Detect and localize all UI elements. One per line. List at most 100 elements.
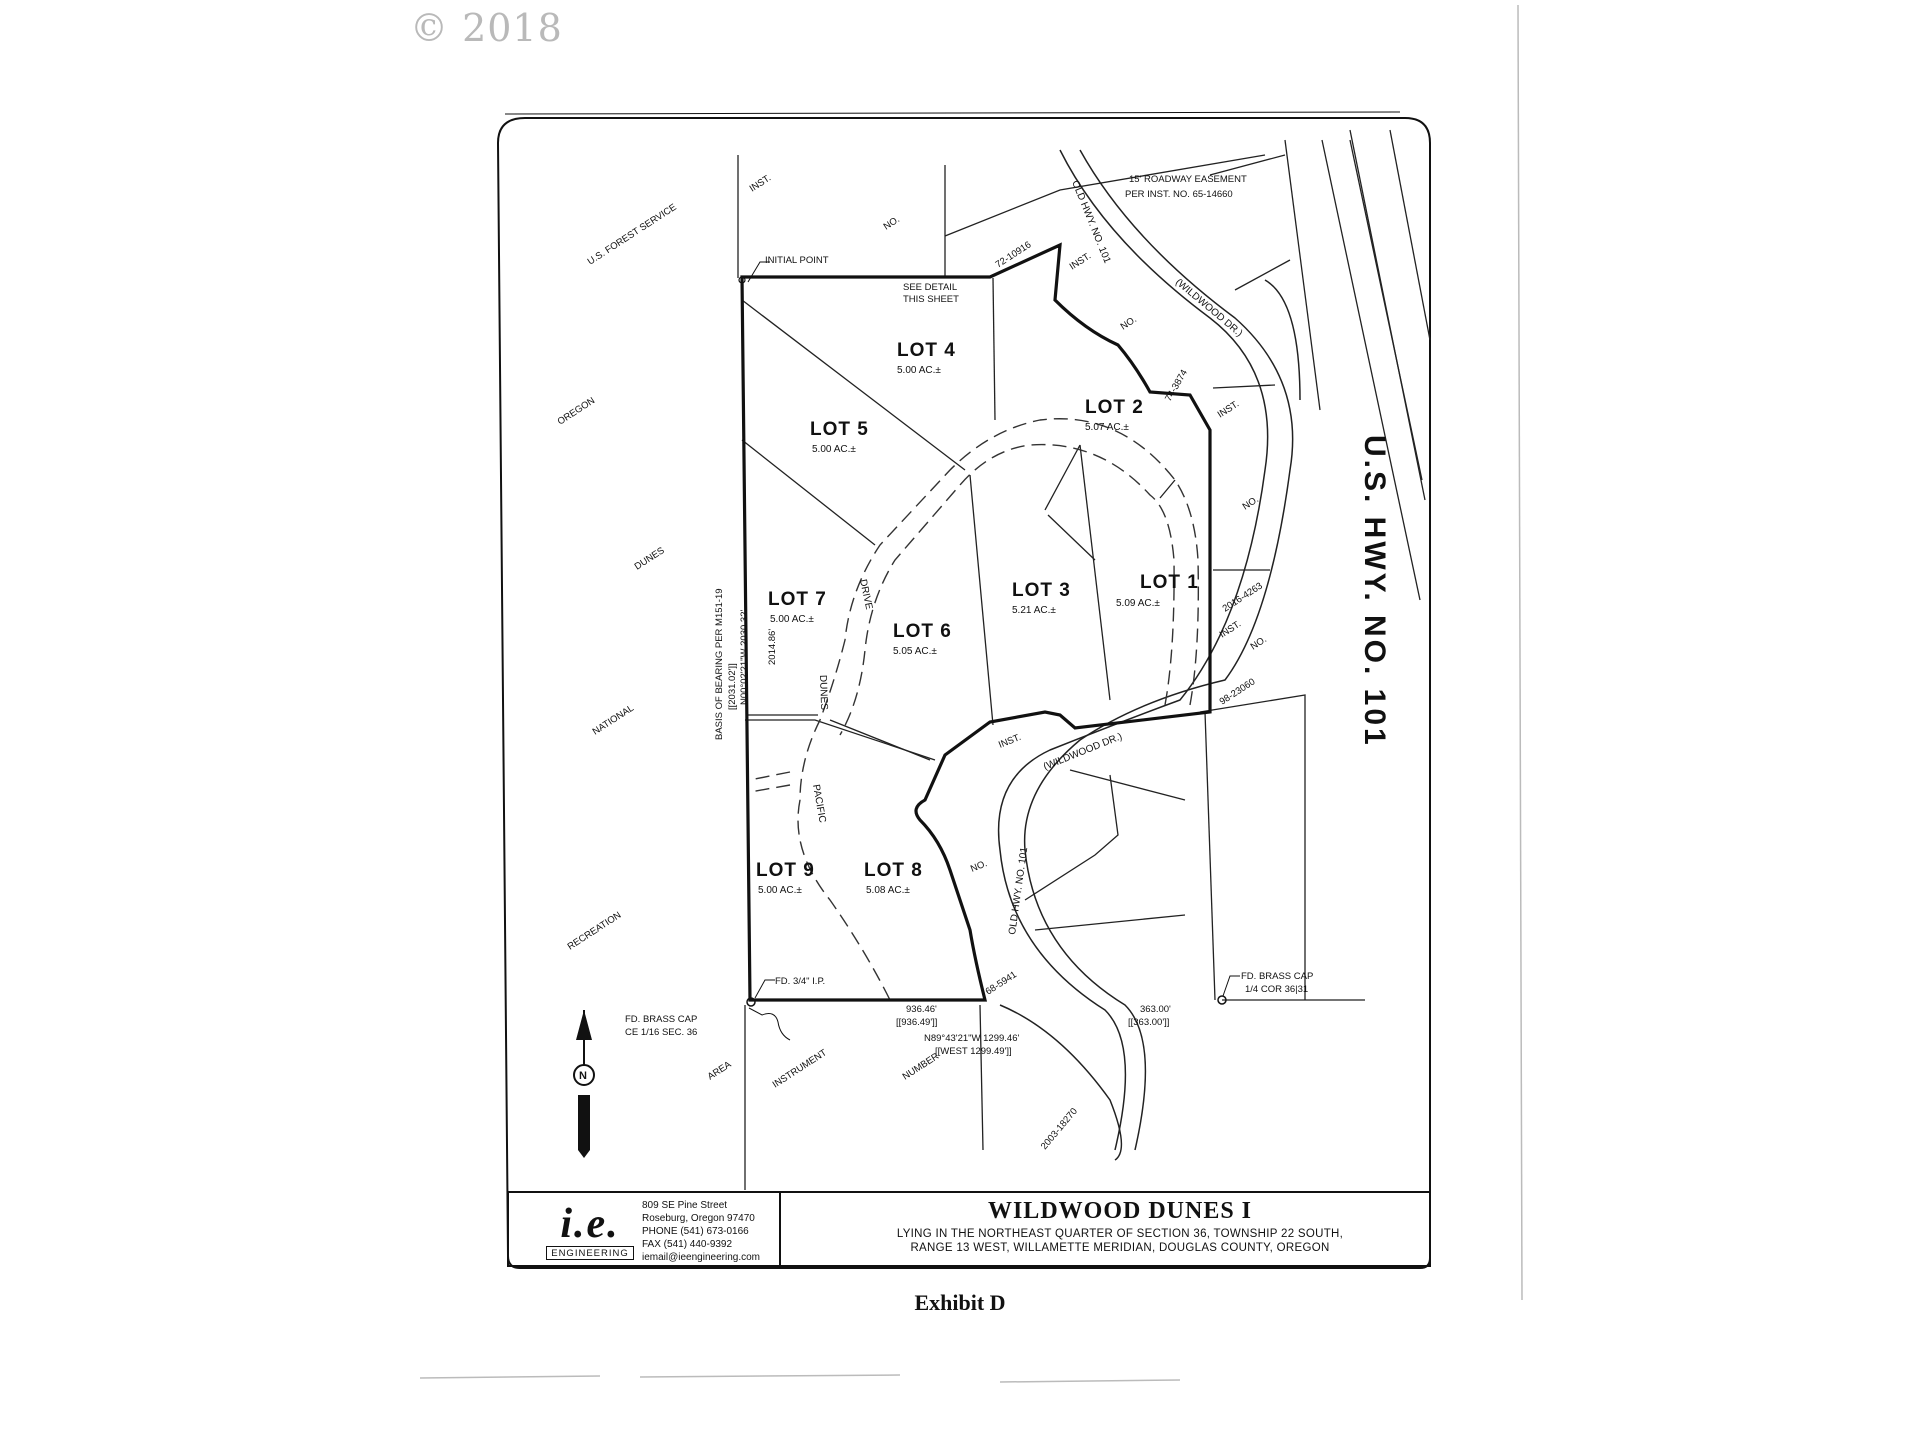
- exhibit-caption: Exhibit D: [914, 1290, 1006, 1315]
- label-no-e: NO.: [1241, 494, 1261, 512]
- leader-ip: [754, 979, 775, 999]
- lot-8-name: LOT 8: [864, 860, 923, 881]
- address-line-5: iemail@ieengineering.com: [642, 1252, 760, 1263]
- plat-subtitle-line-2: RANGE 13 WEST, WILLAMETTE MERIDIAN, DOUG…: [910, 1242, 1330, 1254]
- label-fd-brass-cap-left-1: FD. BRASS CAP: [625, 1014, 697, 1025]
- label-dist-936: 936.46': [906, 1004, 937, 1015]
- scan-edge: [1517, 4, 1523, 1301]
- lot-3-name: LOT 3: [1012, 580, 1071, 601]
- ie-engineering-logo: i.e.: [560, 1201, 620, 1247]
- lot-6-area: 5.05 AC.±: [893, 646, 937, 657]
- monument-right: [1217, 995, 1227, 1005]
- lot-1-name: LOT 1: [1140, 572, 1199, 593]
- label-fd-ip: FD. 3/4" I.P.: [775, 976, 825, 987]
- sheet-border: [496, 117, 1431, 1269]
- label-basis-bearing: BASIS OF BEARING PER M151-19: [714, 588, 725, 740]
- label-no-ne: NO.: [1119, 314, 1139, 332]
- label-oregon: OREGON: [556, 395, 598, 427]
- survey-labels: BASIS OF BEARING PER M151-19 [[2031.02']…: [579, 588, 1313, 1082]
- lot-4-name: LOT 4: [897, 340, 956, 361]
- lot-4-area: 5.00 AC.±: [897, 365, 941, 376]
- lot-8-area: 5.08 AC.±: [866, 885, 910, 896]
- north-arrow: [573, 1010, 595, 1158]
- lot-5-area: 5.00 AC.±: [812, 444, 856, 455]
- label-inst-no-5: 68-5941: [984, 969, 1019, 997]
- label-bearing-record: [[2031.02']]: [727, 663, 738, 710]
- address-line-2: Roseburg, Oregon 97470: [642, 1213, 755, 1224]
- monument-initial: [738, 276, 746, 284]
- label-easement-2: PER INST. NO. 65-14660: [1125, 189, 1233, 200]
- leader-left-cap: [748, 1007, 791, 1041]
- lot-5-name: LOT 5: [810, 419, 869, 440]
- label-inst-no-6: 2003-18270: [1039, 1106, 1080, 1152]
- label-initial-point: INITIAL POINT: [765, 255, 829, 266]
- label-us-hwy: U.S. HWY. NO. 101: [1358, 435, 1391, 748]
- plat-title: WILDWOOD DUNES I: [987, 1198, 1253, 1224]
- label-no-top-left: NO.: [882, 214, 902, 232]
- lot-7-area: 5.00 AC.±: [770, 614, 814, 625]
- label-wildwood-top: (WILDWOOD DR.): [1173, 277, 1244, 339]
- label-dist-2014: 2014.86': [767, 629, 778, 665]
- label-inst-e2: INST.: [1218, 619, 1243, 641]
- label-inst-no-3: 2016-4263: [1221, 581, 1265, 615]
- plat-subtitle-line-1: LYING IN THE NORTHEAST QUARTER OF SECTIO…: [896, 1228, 1344, 1240]
- property-boundary: [740, 242, 1212, 1002]
- label-dunes: DUNES: [633, 545, 667, 572]
- lot-2-name: LOT 2: [1085, 397, 1144, 418]
- plat-subtitle: LYING IN THE NORTHEAST QUARTER OF SECTIO…: [790, 1227, 1450, 1255]
- label-area: AREA: [706, 1059, 734, 1083]
- label-fd-brass-cap-right-2: 1/4 COR 36|31: [1245, 984, 1308, 995]
- address-line-3: PHONE (541) 673-0166: [642, 1226, 749, 1237]
- lot-lines: [741, 277, 1176, 761]
- road-labels: OLD HWY. NO. 101 (WILDWOOD DR.) OLD HWY.…: [810, 179, 1244, 935]
- lot-6-name: LOT 6: [893, 621, 952, 642]
- label-see-detail-2: THIS SHEET: [903, 294, 959, 305]
- firm-address: 809 SE Pine Street Roseburg, Oregon 9747…: [642, 1199, 760, 1264]
- label-south-bearing: N89°43'21"W 1299.46': [924, 1033, 1019, 1044]
- label-dist-936-rec: [[936.49']]: [896, 1017, 937, 1028]
- lot-3-area: 5.21 AC.±: [1012, 605, 1056, 616]
- label-dunes-road: DUNES: [817, 675, 829, 711]
- label-fd-brass-cap-left-2: CE 1/16 SEC. 36: [625, 1027, 697, 1038]
- label-fd-brass-cap-right-1: FD. BRASS CAP: [1241, 971, 1313, 982]
- label-bearing-west: N00°02'21"W 2030.32': [739, 610, 750, 705]
- label-inst-no-2: 74-3874: [1163, 368, 1190, 404]
- label-no-mid: NO.: [969, 858, 989, 875]
- parcel-lines: [737, 129, 1431, 1190]
- label-no-e2: NO.: [1249, 634, 1269, 652]
- address-line-1: 809 SE Pine Street: [642, 1200, 728, 1211]
- wildwood-dr-lower: [999, 1004, 1123, 1161]
- label-dist-363-rec: [[363.00']]: [1128, 1017, 1169, 1028]
- label-old-hwy-bottom: OLD HWY. NO. 101: [1007, 846, 1030, 935]
- label-easement-1: 15' ROADWAY EASEMENT: [1129, 174, 1247, 185]
- lot-9-area: 5.00 AC.±: [758, 885, 802, 896]
- label-national: NATIONAL: [591, 703, 636, 738]
- lot-1-area: 5.09 AC.±: [1116, 598, 1160, 609]
- lot-labels: LOT 1 5.09 AC.± LOT 2 5.07 AC.± LOT 3 5.…: [756, 340, 1199, 896]
- lot-7-name: LOT 7: [768, 589, 827, 610]
- label-south-bearing-rec: [[WEST 1299.49']]: [935, 1046, 1012, 1057]
- label-inst-ne: INST.: [1068, 251, 1093, 273]
- label-inst-mid: INST.: [997, 732, 1023, 751]
- label-forest-service: U.S. FOREST SERVICE: [586, 202, 679, 268]
- old-hwy-road: [997, 149, 1301, 1151]
- ie-engineering-band: ENGINEERING: [546, 1246, 634, 1260]
- title-block-frame: [507, 1191, 1431, 1267]
- monument-left: [746, 997, 756, 1007]
- label-inst-e: INST.: [1216, 399, 1241, 421]
- label-see-detail-1: SEE DETAIL: [903, 282, 957, 293]
- label-inst-top-left: INST.: [748, 173, 773, 195]
- copyright-watermark: © 2018: [410, 6, 563, 50]
- scan-noise: [419, 1374, 1181, 1383]
- label-north-arrow: N: [579, 1070, 587, 1082]
- lot-2-area: 5.07 AC.±: [1085, 422, 1129, 433]
- leader-initial: [747, 261, 770, 283]
- label-drive: DRIVE: [857, 578, 874, 611]
- pacific-dunes-drive: [749, 418, 1200, 1001]
- label-recreation: RECREATION: [566, 910, 624, 953]
- lot-9-name: LOT 9: [756, 860, 815, 881]
- sheet-top-edge: [504, 111, 1401, 115]
- label-dist-363: 363.00': [1140, 1004, 1171, 1015]
